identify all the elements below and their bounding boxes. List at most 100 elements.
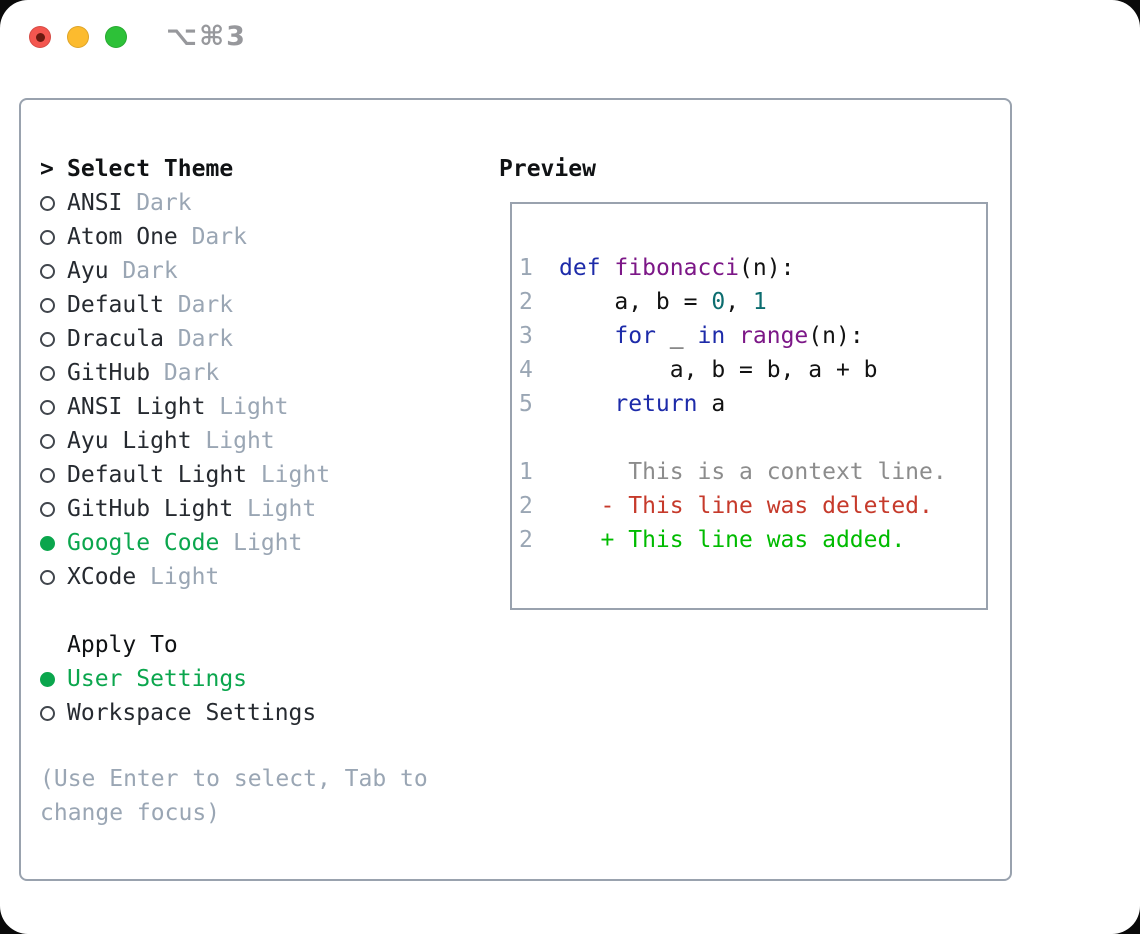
zoom-button[interactable]	[105, 26, 127, 48]
window-title: ⌥⌘3	[166, 21, 247, 52]
line-number: 5	[519, 391, 533, 417]
theme-option[interactable]: Ayu Dark	[40, 254, 178, 288]
theme-name: Google Code	[67, 530, 220, 556]
theme-option[interactable]: ANSI Dark	[40, 186, 192, 220]
theme-option[interactable]: XCode Light	[40, 560, 219, 594]
theme-name: Default Light	[67, 462, 248, 488]
code-token: - This line was deleted.	[559, 493, 933, 519]
theme-variant: Dark	[122, 258, 178, 284]
theme-picker-heading: >Select Theme	[40, 152, 233, 186]
code-token: def	[559, 255, 601, 281]
preview-code-pane: 1 def fibonacci(n): 2 a, b = 0, 1 3 for …	[510, 202, 988, 610]
code-line: 5 return a	[519, 387, 986, 421]
theme-option[interactable]: GitHub Dark	[40, 356, 219, 390]
radio-icon	[40, 399, 55, 415]
theme-name: Atom One	[67, 224, 178, 250]
code-line: 4 a, b = b, a + b	[519, 353, 986, 387]
theme-variant: Dark	[163, 360, 220, 386]
theme-name: Ayu Light	[67, 428, 192, 454]
theme-variant: Light	[233, 530, 303, 556]
code-token: in	[697, 323, 726, 349]
code-token: range	[739, 323, 809, 349]
code-token	[559, 391, 614, 417]
theme-variant: Dark	[177, 326, 234, 352]
radio-icon	[40, 671, 55, 687]
radio-icon	[40, 195, 55, 211]
theme-option[interactable]: Dracula Dark	[40, 322, 233, 356]
theme-option[interactable]: Atom One Dark	[40, 220, 247, 254]
code-token	[725, 323, 739, 349]
code-token: a, b =	[559, 289, 712, 315]
line-number: 2	[519, 527, 533, 553]
theme-option[interactable]: GitHub Light Light	[40, 492, 316, 526]
code-token: This is a context line.	[559, 459, 947, 485]
line-number: 1	[519, 255, 533, 281]
theme-variant: Light	[260, 462, 331, 488]
code-token: a	[697, 391, 726, 417]
code-line: 2 a, b = 0, 1	[519, 285, 986, 319]
radio-icon	[40, 229, 55, 245]
line-number: 4	[519, 357, 533, 383]
code-token: ,	[725, 289, 753, 315]
code-token: fibonacci	[614, 255, 740, 281]
code-token: + This line was added.	[559, 527, 906, 553]
code-line: 1 This is a context line.	[519, 455, 986, 489]
code-line: 1 def fibonacci(n):	[519, 251, 986, 285]
code-line: 2 - This line was deleted.	[519, 489, 986, 523]
line-number: 2	[519, 493, 533, 519]
code-token: 1	[752, 289, 767, 315]
apply-option-label: Workspace Settings	[67, 700, 317, 726]
theme-name: Default	[67, 292, 164, 318]
apply-option-label: User Settings	[67, 666, 248, 692]
close-dot-icon	[35, 32, 45, 42]
theme-option[interactable]: Default Light Light	[40, 458, 330, 492]
code-token: for	[614, 323, 656, 349]
theme-option[interactable]: Google Code Light	[40, 526, 302, 560]
radio-icon	[40, 467, 55, 483]
theme-variant: Light	[150, 564, 220, 590]
radio-icon	[40, 433, 55, 449]
apply-option[interactable]: Workspace Settings	[40, 696, 316, 730]
radio-icon	[40, 331, 55, 347]
code-line	[519, 421, 986, 455]
theme-variant: Light	[219, 394, 289, 420]
theme-variant: Dark	[191, 224, 247, 250]
radio-icon	[40, 365, 55, 381]
theme-variant: Light	[246, 496, 317, 522]
preview-heading: Preview	[499, 156, 596, 182]
theme-option[interactable]: Default Dark	[40, 288, 233, 322]
theme-variant: Dark	[136, 190, 192, 216]
close-button[interactable]	[29, 26, 51, 48]
radio-icon	[40, 569, 55, 585]
line-number: 2	[519, 289, 533, 315]
radio-icon	[40, 535, 55, 551]
theme-name: GitHub Light	[67, 496, 234, 522]
keyboard-hint: (Use Enter to select, Tab to change focu…	[40, 766, 428, 826]
theme-variant: Dark	[177, 292, 234, 318]
minimize-button[interactable]	[67, 26, 89, 48]
apply-to-heading: Apply To	[67, 632, 178, 658]
radio-icon	[40, 705, 55, 721]
theme-name: Dracula	[67, 326, 164, 352]
theme-name: XCode	[67, 564, 137, 590]
line-number: 3	[519, 323, 533, 349]
code-token: 0	[711, 289, 726, 315]
code-token: _	[655, 323, 698, 349]
code-line: 3 for _ in range(n):	[519, 319, 986, 353]
theme-option[interactable]: ANSI Light Light	[40, 390, 289, 424]
focus-pointer-icon: >	[40, 156, 54, 182]
theme-name: ANSI	[67, 190, 123, 216]
theme-name: Ayu	[67, 258, 109, 284]
code-token: (n):	[808, 323, 864, 349]
radio-icon	[40, 263, 55, 279]
code-token: a, b = b, a + b	[559, 357, 878, 383]
radio-icon	[40, 501, 55, 517]
code-token: (n):	[739, 255, 795, 281]
theme-name: ANSI Light	[67, 394, 206, 420]
apply-option[interactable]: User Settings	[40, 662, 247, 696]
theme-name: GitHub	[67, 360, 151, 386]
code-line: 2 + This line was added.	[519, 523, 986, 557]
code-token	[559, 323, 614, 349]
